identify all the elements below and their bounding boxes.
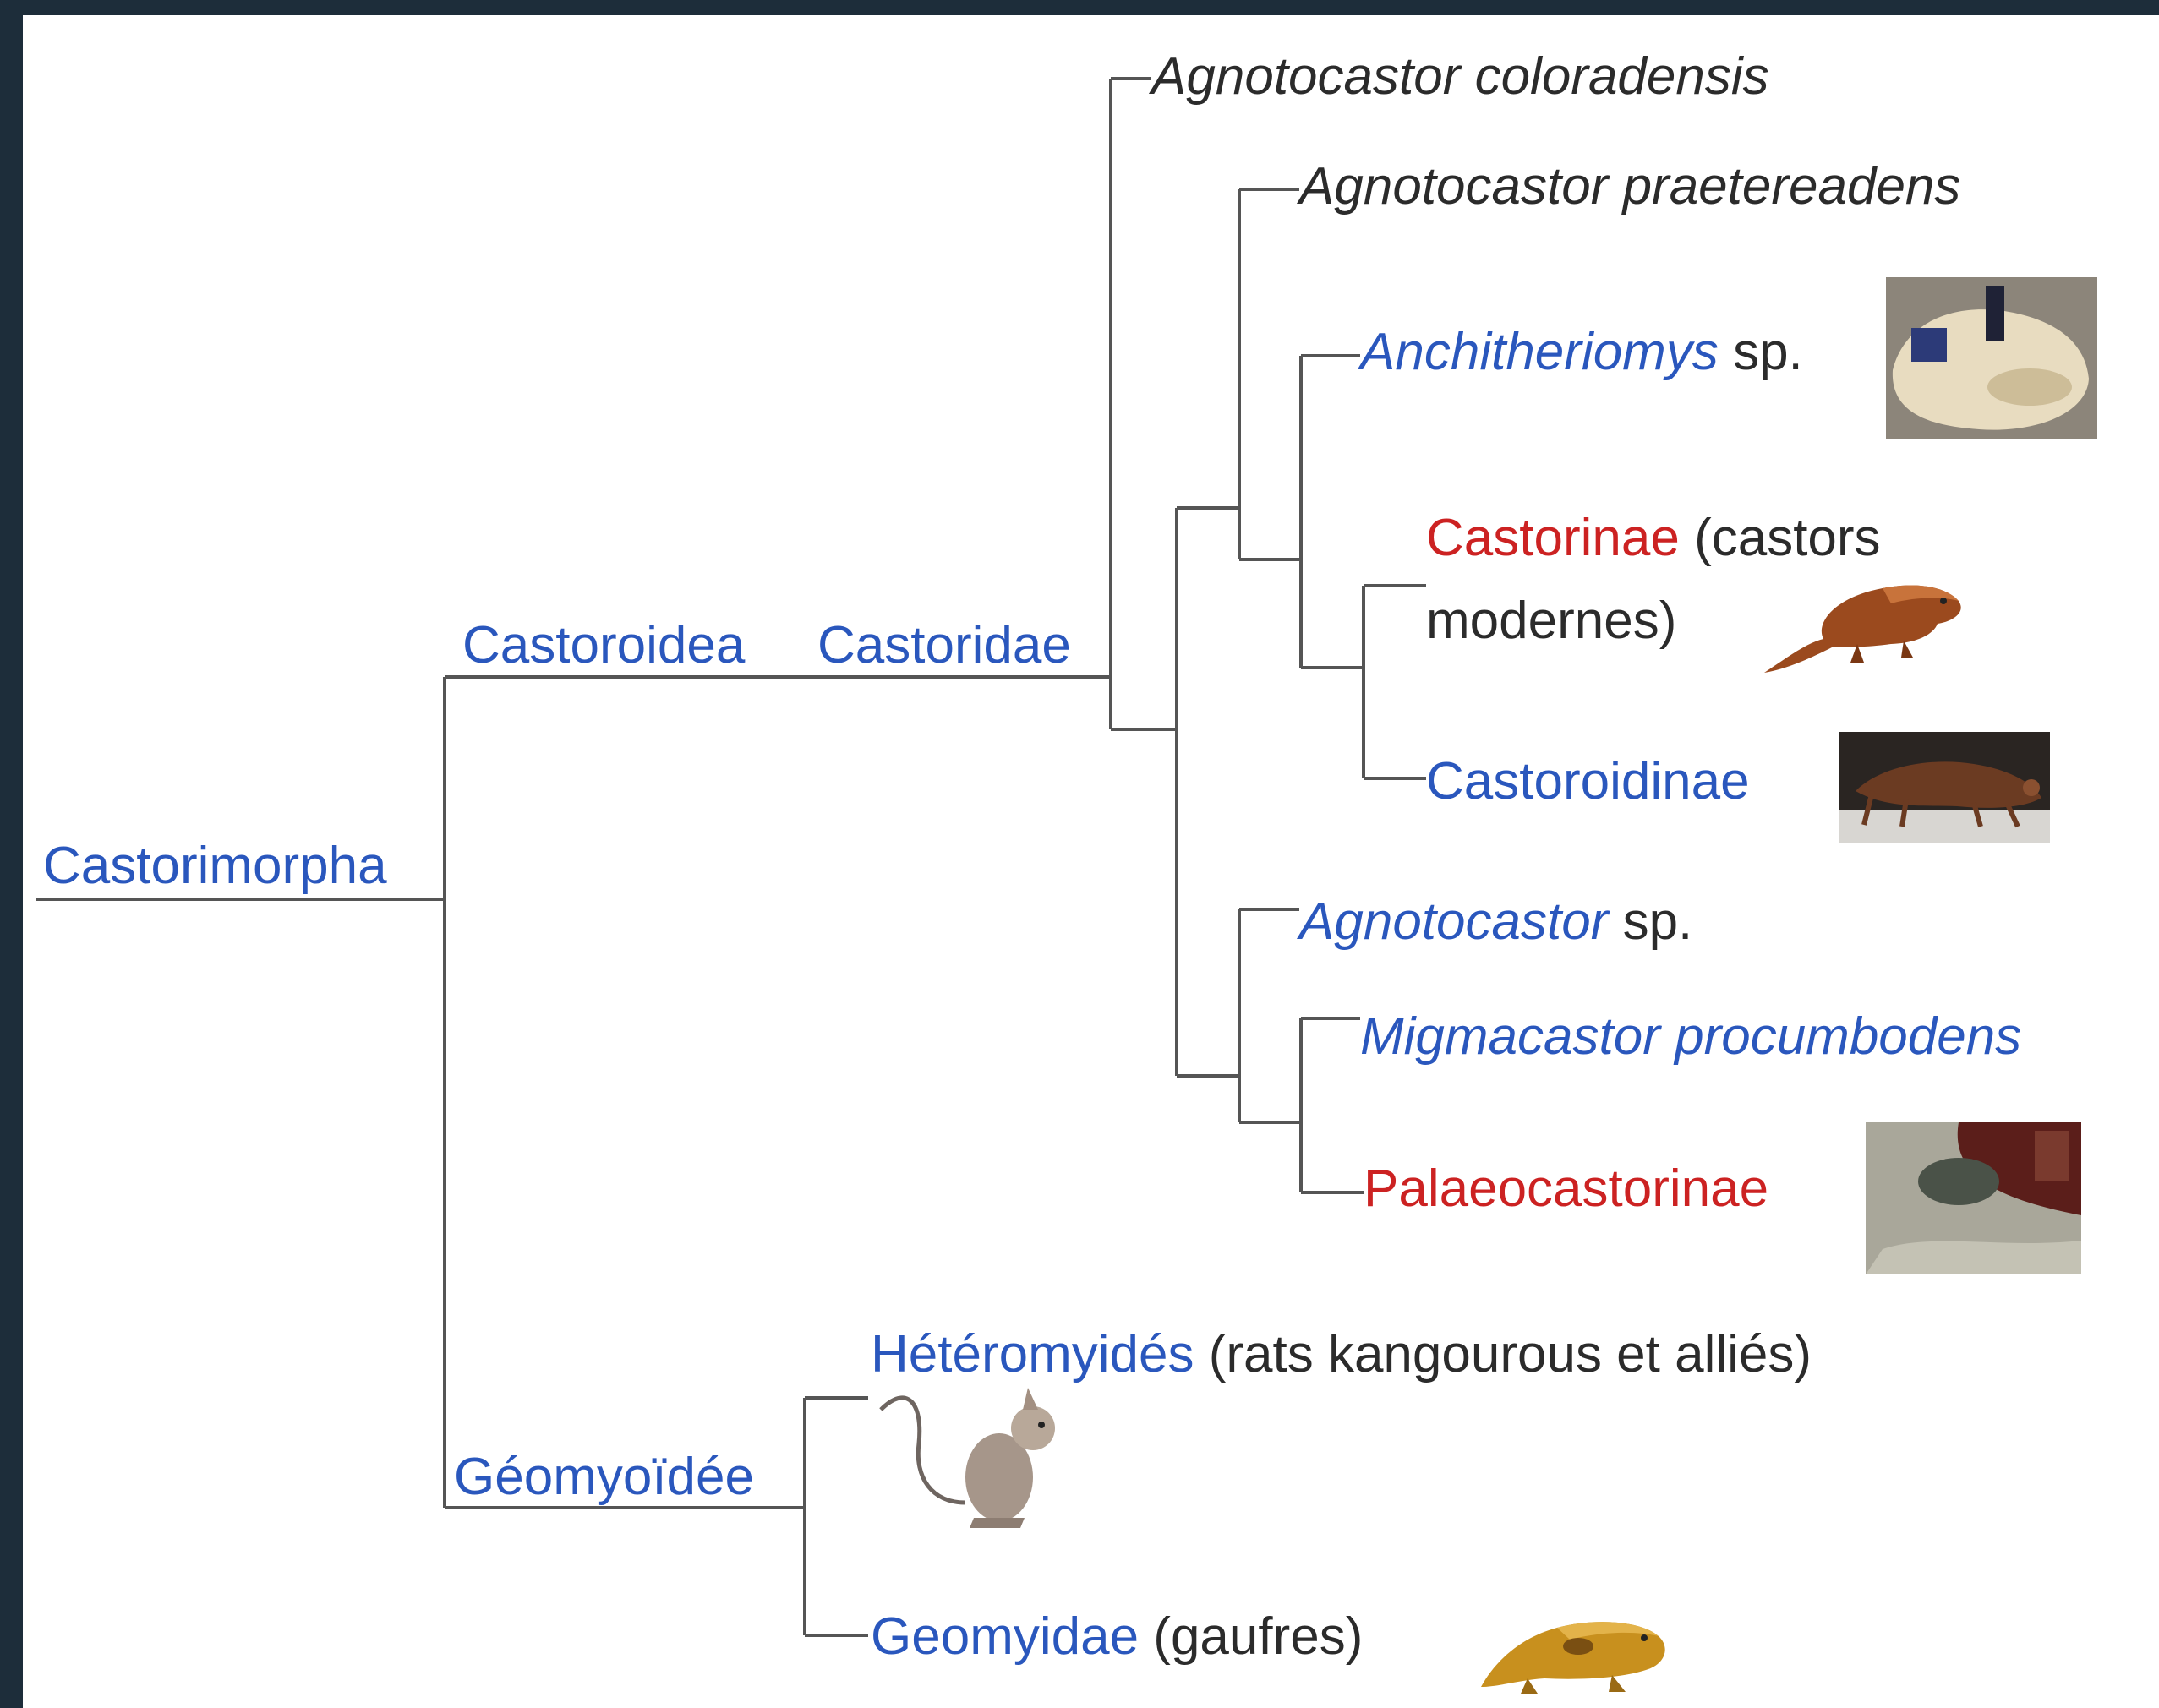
agnotocastor-praetereadens-label: Agnotocastor praetereadens [1299, 161, 1960, 213]
kangaroo-rat-icon [872, 1376, 1105, 1531]
giant-beaver-skeleton-photo [1839, 732, 2050, 843]
geomyidae-name: Geomyidae [871, 1607, 1139, 1666]
agnotocastor-sp-genus: Agnotocastor [1299, 892, 1608, 951]
fossil-burrow-photo [1866, 1122, 2081, 1274]
heteromyides-note: (rats kangourous et alliés) [1209, 1325, 1812, 1383]
castorinae-name: Castorinae [1426, 509, 1680, 567]
anchitheriomys-label: Anchitheriomys sp. [1360, 326, 1803, 379]
heteromyides-name: Hétéromyidés [871, 1325, 1194, 1383]
castoroidea-label: Castoroidea [462, 619, 745, 672]
anchitheriomys-suffix: sp. [1733, 323, 1803, 381]
geomyidae-label: Geomyidae (gaufres) [871, 1611, 1363, 1663]
anchitheriomys-genus: Anchitheriomys [1360, 323, 1719, 381]
geomyoidee-label: Géomyoïdée [454, 1451, 754, 1503]
cladogram-canvas: Castorimorpha Castoroidea Castoridae Géo… [23, 15, 2159, 1708]
castoridae-label: Castoridae [817, 619, 1071, 672]
castoroidinae-label: Castoroidinae [1426, 756, 1750, 808]
heteromyides-label: Hétéromyidés (rats kangourous et alliés) [871, 1329, 1812, 1381]
pocket-gopher-icon [1477, 1587, 1671, 1697]
agnotocastor-sp-suffix: sp. [1623, 892, 1693, 951]
palaeocastorinae-label: Palaeocastorinae [1364, 1163, 1768, 1215]
agnotocastor-coloradensis-label: Agnotocastor coloradensis [1151, 51, 1769, 103]
beaver-icon [1756, 563, 1967, 681]
fossil-skull-photo [1886, 277, 2097, 439]
migmacastor-procumbodens-label: Migmacastor procumbodens [1360, 1011, 2021, 1063]
castorinae-note-line2: modernes) [1426, 595, 1676, 647]
castorinae-label: Castorinae (castors [1426, 512, 1881, 565]
agnotocastor-sp-label: Agnotocastor sp. [1299, 896, 1692, 948]
geomyidae-note: (gaufres) [1153, 1607, 1363, 1666]
castorimorpha-label: Castorimorpha [43, 840, 387, 892]
castorinae-note: (castors [1694, 509, 1880, 567]
